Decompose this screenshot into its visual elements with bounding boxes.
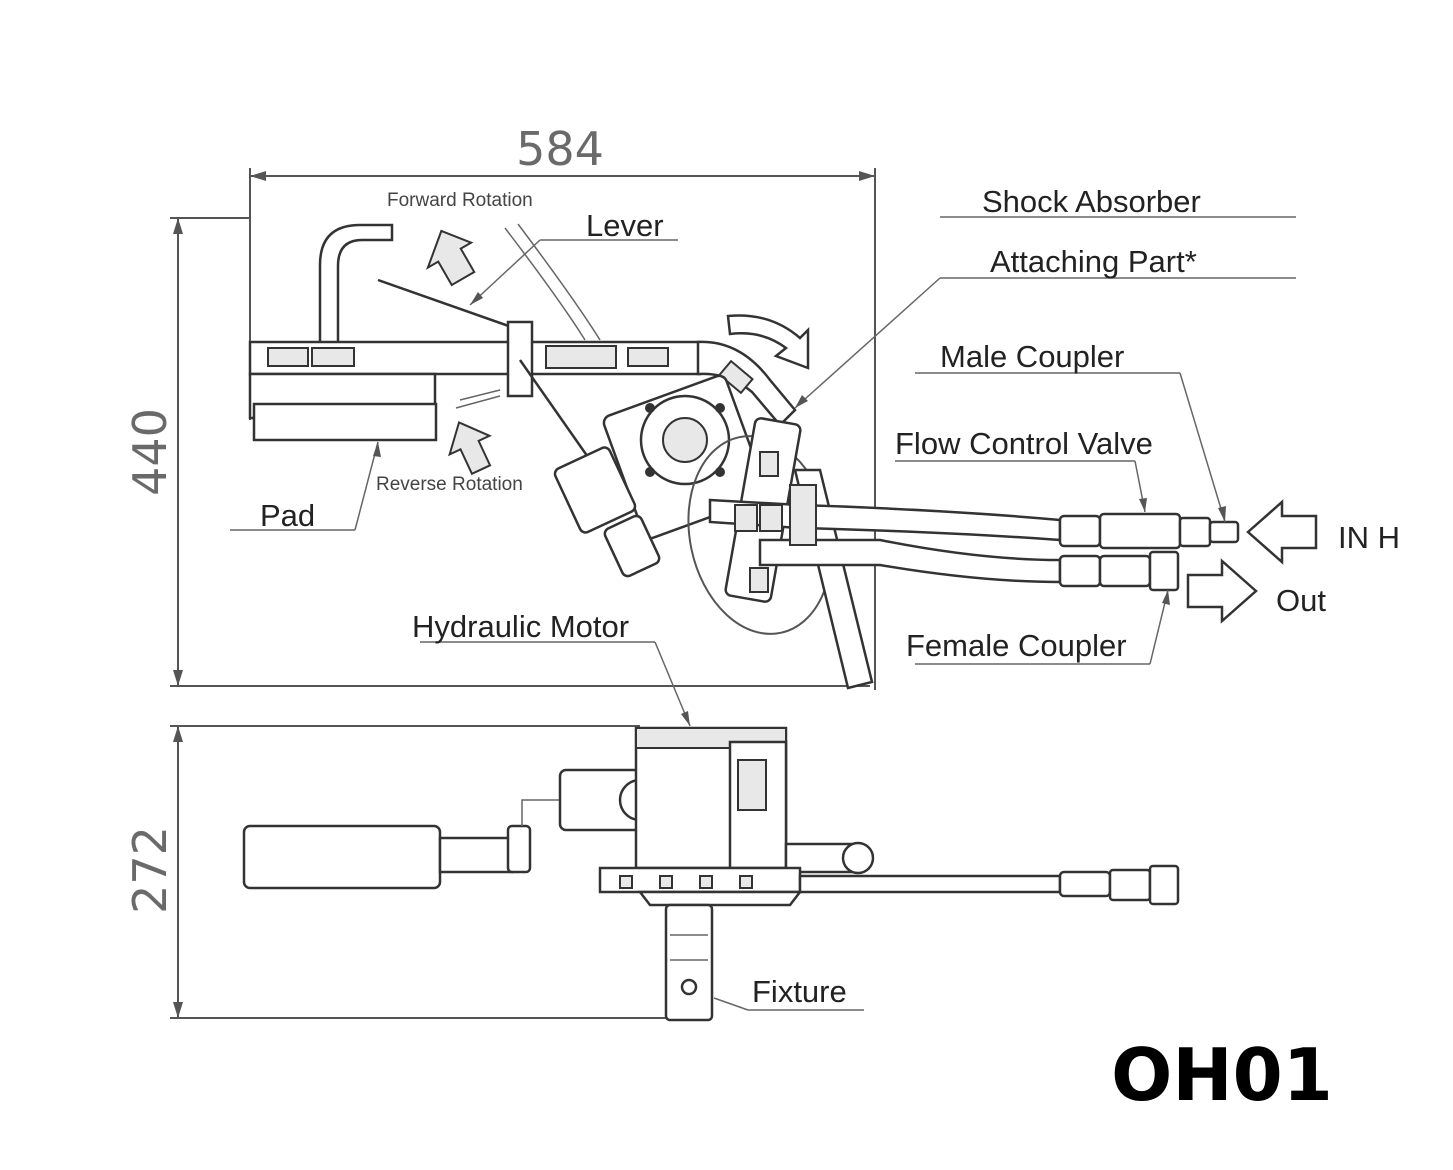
fixture-label: Fixture xyxy=(752,974,847,1009)
fixture-block xyxy=(664,903,714,1022)
in-arrow xyxy=(1246,499,1318,565)
shock-rotation-arrow xyxy=(726,314,810,370)
out-label: Out xyxy=(1276,583,1326,618)
dimension-width-label: 584 xyxy=(516,122,604,176)
forward-rotation-arrow xyxy=(425,229,476,287)
dimension-height-bottom-label: 272 xyxy=(123,826,177,914)
dimension-height-top-label: 440 xyxy=(123,408,177,496)
dimension-height-top: 440 xyxy=(123,217,870,687)
flow-control-valve-label: Flow Control Valve xyxy=(895,426,1153,461)
attaching-part-label: Attaching Part* xyxy=(990,244,1197,279)
side-view xyxy=(242,726,1180,1022)
leader-lines xyxy=(230,216,1296,1011)
forward-rotation-label: Forward Rotation xyxy=(387,190,533,211)
reverse-rotation-arrow xyxy=(448,421,492,476)
dimension-width: 584 xyxy=(249,122,876,690)
hydraulic-motor-label: Hydraulic Motor xyxy=(412,609,629,644)
dimension-height-bottom: 272 xyxy=(123,725,670,1019)
out-arrow xyxy=(1186,558,1258,624)
in-h-label: IN H xyxy=(1338,520,1400,555)
female-coupler-label: Female Coupler xyxy=(906,628,1127,663)
male-coupler-label: Male Coupler xyxy=(940,339,1124,374)
model-code: OH01 xyxy=(1111,1033,1333,1117)
pad-label: Pad xyxy=(260,498,315,533)
shock-absorber-label: Shock Absorber xyxy=(982,184,1201,219)
pad-block xyxy=(252,402,438,442)
lever-label: Lever xyxy=(586,208,664,243)
top-view xyxy=(248,223,1318,690)
reverse-rotation-label: Reverse Rotation xyxy=(376,474,523,495)
